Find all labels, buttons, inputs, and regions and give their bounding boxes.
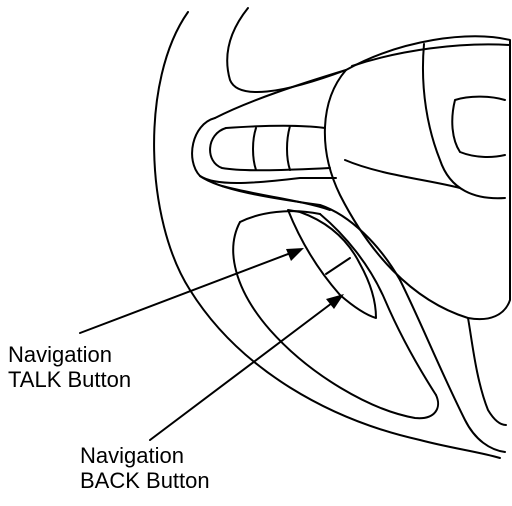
back-button-label: Navigation BACK Button [80, 443, 210, 493]
left-spoke-upper [214, 69, 347, 119]
lower-spoke-far [399, 279, 506, 453]
talk-label-line1: Navigation [8, 342, 112, 367]
back-label-line1: Navigation [80, 443, 184, 468]
talk-leader-line [79, 250, 297, 334]
talk-arrowhead [286, 248, 304, 261]
nav-rocker-divider [325, 257, 351, 275]
lower-spoke-outer [232, 221, 440, 420]
left-spoke-pod-inner [209, 127, 331, 172]
back-label-line2: BACK Button [80, 468, 210, 493]
wheel-rim-outer [153, 11, 501, 459]
center-hub [324, 35, 511, 320]
left-spoke-lower [199, 175, 401, 281]
talk-button-label: Navigation TALK Button [8, 342, 131, 392]
talk-label-line2: TALK Button [8, 367, 132, 392]
hub-crease [344, 159, 461, 189]
hub-inner-contour [421, 43, 506, 200]
hub-top-curve [351, 43, 511, 67]
lower-spoke-top [239, 210, 321, 223]
pod-divider-2 [286, 125, 291, 171]
wheel-rim-inner [226, 7, 347, 94]
lower-spoke-right-edge [467, 317, 507, 426]
hub-center-emblem [451, 95, 506, 158]
left-spoke-pod-top [225, 124, 326, 129]
back-arrowhead [326, 294, 344, 309]
nav-rocker-button [287, 209, 377, 319]
pod-divider-1 [252, 127, 257, 171]
left-spoke-lower-inner [221, 185, 331, 211]
lower-spoke-right [319, 213, 437, 396]
back-leader-line [149, 299, 337, 441]
